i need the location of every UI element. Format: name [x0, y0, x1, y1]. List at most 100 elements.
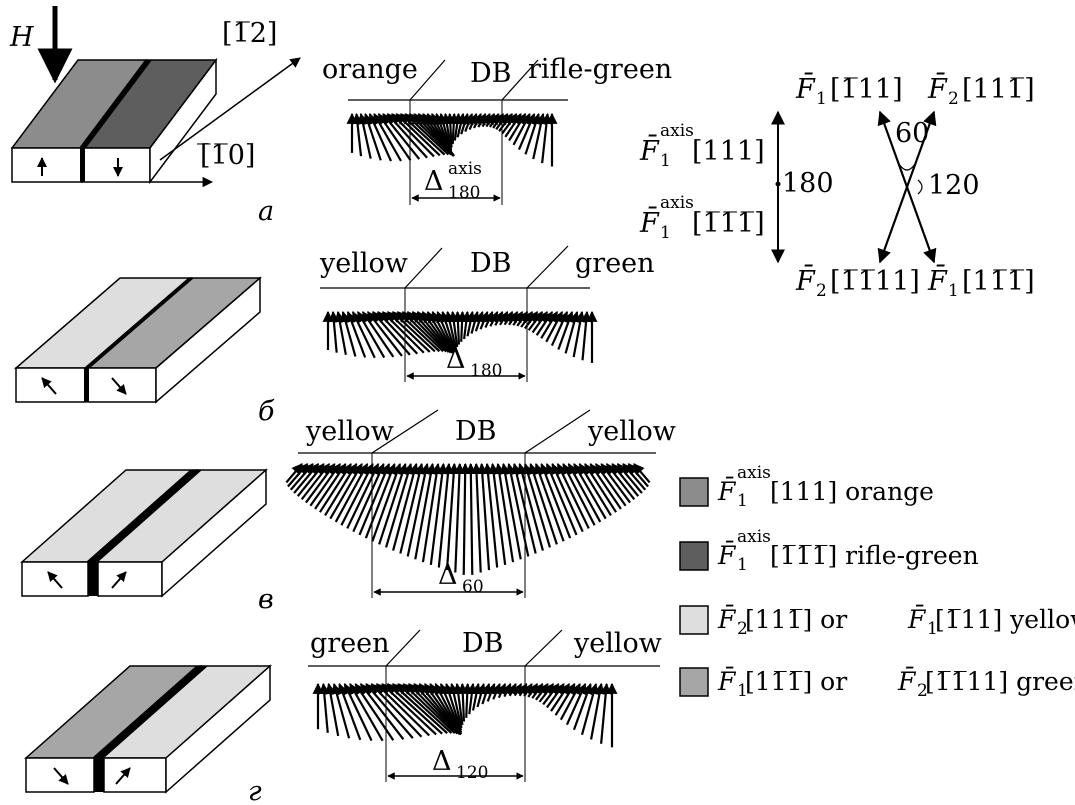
spin-arrow — [499, 462, 522, 560]
spin-arrow — [522, 462, 552, 548]
block-a-front-left — [11, 147, 83, 183]
spin-arrow — [545, 462, 578, 536]
spin-arrow — [337, 682, 362, 741]
spin-arrow — [421, 462, 442, 563]
spin-arrow — [309, 463, 341, 507]
spin-arrow — [399, 462, 425, 554]
spin-arrow — [318, 682, 330, 733]
legend: F̄ 1 axis [111] orange F̄ 1 axis [1̅1̅1̅… — [679, 463, 1075, 701]
wall-profile-b: yellow DB green Δ 180 — [319, 245, 655, 382]
spin-arrow — [331, 682, 351, 739]
spin-arrow — [580, 310, 592, 361]
spin-arrow — [352, 112, 363, 157]
f1-tl-dir: [1̅11] — [830, 74, 903, 105]
left-phase-label: yellow — [305, 416, 394, 447]
legend-item-orange: F̄ 1 axis [111] orange — [679, 463, 934, 511]
legend-F2: F̄ — [897, 667, 917, 696]
spin-arrow — [364, 462, 397, 539]
spin-arrow — [482, 462, 499, 568]
angle-120-label: 120 — [928, 170, 980, 201]
axis-down-sub: 1 — [660, 223, 671, 243]
block-d-front-right — [103, 757, 167, 793]
legend-F: F̄ — [717, 605, 737, 634]
axis-down-sup: axis — [660, 193, 694, 213]
axis-up-dir: [111] — [692, 136, 765, 167]
angle-180-label: 180 — [782, 168, 834, 199]
spin-arrow — [334, 310, 347, 356]
spin-arrow — [381, 683, 437, 736]
right-phase-label: green — [575, 248, 655, 279]
block-b — [13, 276, 263, 404]
delta-symbol: Δ — [438, 560, 458, 591]
panel-letter-d: г — [248, 776, 262, 805]
wall-profile-d: green DB yellow Δ 120 — [308, 628, 662, 783]
f2-bl-dir: [1̅1̅11] — [830, 266, 920, 297]
field-label: H — [9, 22, 34, 53]
legend-sub: 1 — [737, 555, 748, 575]
block-c — [20, 468, 268, 598]
spin-arrow — [352, 462, 385, 533]
legend-sub2: 1 — [927, 619, 938, 639]
spin-arrows-d — [312, 682, 618, 748]
block-b-front-wall — [84, 368, 89, 402]
spin-arrow — [437, 462, 454, 568]
spin-arrows-a — [346, 112, 558, 167]
legend-sup: axis — [737, 463, 771, 483]
legend-sub: 2 — [737, 619, 748, 639]
spin-arrow — [445, 462, 460, 571]
spin-arrow — [627, 463, 649, 488]
block-a — [10, 57, 218, 185]
moment-left-arrow-c — [47, 571, 63, 589]
legend-swatch — [679, 541, 709, 571]
legend-item-green: F̄ 1 [11̅1̅] or F̄ 2 [1̅1̅11] green — [679, 667, 1075, 701]
axis-down-dir: [1̅1̅1̅] — [692, 208, 765, 239]
block-a-side — [149, 57, 217, 185]
f2-tr-dir: [111̅] — [962, 74, 1035, 105]
spin-arrows-b — [322, 310, 598, 363]
block-c-wall — [86, 470, 202, 562]
spin-arrow — [328, 310, 340, 353]
spin-arrow — [541, 112, 552, 164]
f1-tl-F: F̄ — [795, 71, 816, 105]
spin-arrow — [319, 463, 352, 513]
spin-arrow — [461, 682, 473, 718]
spin-arrow — [343, 683, 373, 742]
legend-text2: [1̅1̅11] green — [925, 667, 1075, 696]
right-phase-label: yellow — [573, 628, 662, 659]
delta-symbol: Δ — [446, 344, 466, 375]
axis-up-sup: axis — [660, 121, 694, 141]
spin-arrow — [334, 463, 369, 523]
legend-swatch — [679, 667, 709, 697]
delta-subscript: 120 — [456, 763, 488, 783]
axis-down-F: F̄ — [639, 205, 660, 239]
delta-symbol: Δ — [432, 746, 452, 777]
spin-arrow — [611, 463, 640, 497]
spin-arrow — [476, 462, 491, 571]
moment-up-right-arrow — [115, 767, 131, 785]
axis-up-sub: 1 — [660, 151, 671, 171]
f2-bl-F: F̄ — [795, 263, 816, 297]
block-b-front-left — [15, 367, 87, 403]
spin-arrow — [431, 311, 455, 354]
legend-swatch — [679, 477, 709, 507]
spin-arrow — [289, 463, 314, 491]
f2-tr-F: F̄ — [927, 71, 948, 105]
delta-subscript: 180 — [448, 183, 480, 203]
spin-arrow — [406, 462, 431, 557]
spin-arrow — [512, 311, 524, 326]
f1-br-F: F̄ — [927, 263, 948, 297]
block-d — [24, 664, 272, 794]
block-c-front-wall — [88, 562, 98, 596]
spin-arrow — [572, 682, 593, 731]
angle-60-label: 60 — [895, 118, 929, 149]
f2-tr-sub: 2 — [948, 89, 959, 109]
legend-F: F̄ — [717, 541, 737, 570]
block-d-front-wall — [94, 758, 104, 792]
spin-arrow — [459, 462, 471, 575]
moment-right-arrow — [111, 377, 127, 395]
spin-arrow — [351, 311, 376, 359]
moment-right-arrow-c — [111, 571, 127, 589]
spin-arrow — [534, 462, 565, 542]
legend-sup: axis — [737, 527, 771, 547]
spin-arrow — [539, 462, 572, 539]
